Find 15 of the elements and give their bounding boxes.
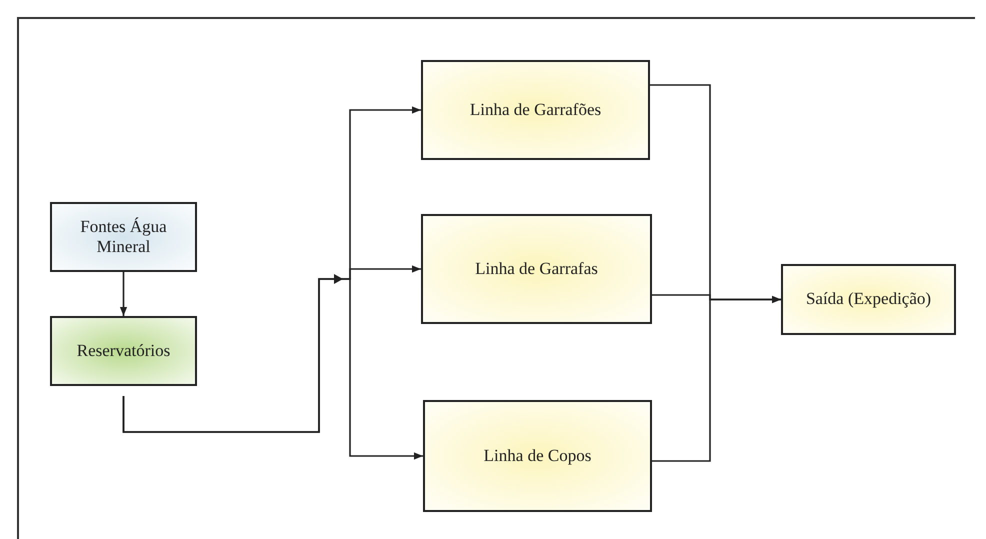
node-text: Saída (Expedição) — [806, 289, 932, 310]
node-text: Linha de Copos — [484, 446, 592, 466]
node-text: Linha de Garrafões — [470, 100, 602, 120]
node-text: Fontes Água Mineral — [79, 216, 168, 258]
connector-arrow — [120, 272, 128, 316]
process-box — [421, 214, 652, 324]
process-box — [423, 400, 652, 512]
process-box — [421, 60, 650, 160]
process-box — [50, 202, 197, 272]
node-text: Reservatórios — [76, 340, 170, 362]
connector-arrow — [652, 296, 781, 462]
process-box — [50, 316, 197, 386]
connector-arrow — [122, 278, 423, 460]
node-text: Linha de Garrafas — [475, 258, 598, 280]
process-box — [781, 264, 956, 335]
